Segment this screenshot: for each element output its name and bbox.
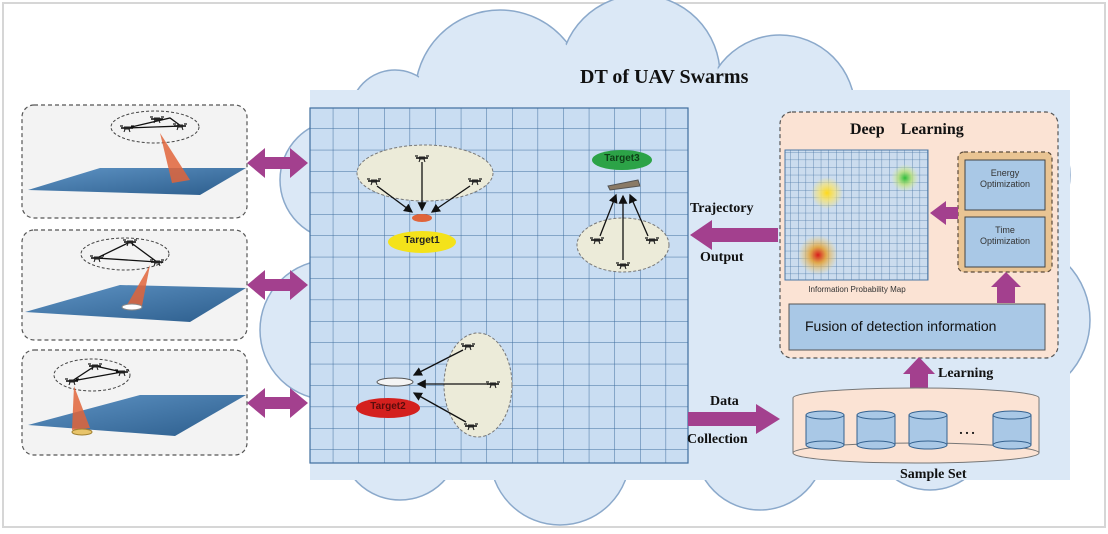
swarm-target3 xyxy=(576,179,670,273)
time-optimization-box xyxy=(964,216,1046,268)
deep-learning-label: Deep Learning xyxy=(850,121,964,138)
sample-set xyxy=(792,387,1040,464)
learning-label: Learning xyxy=(938,366,994,381)
target3-label: Target3 xyxy=(604,153,640,164)
energy-optimization-box xyxy=(964,159,1046,211)
data-collection-arrow xyxy=(688,404,780,434)
swarm-target2 xyxy=(376,332,513,438)
real-world-panel-2 xyxy=(21,229,248,341)
target2-marker xyxy=(356,398,420,418)
fusion-up-arrow xyxy=(991,272,1021,303)
real-world-panel-3 xyxy=(21,349,248,456)
sync-arrows xyxy=(247,148,308,418)
sample-ellipsis: … xyxy=(958,418,976,438)
target2-label: Target2 xyxy=(370,401,406,412)
trajectory-output-arrow xyxy=(690,220,778,250)
real-world-panel-1 xyxy=(21,104,248,219)
time-optimization-label: Time Optimization xyxy=(979,225,1031,246)
sample-set-label: Sample Set xyxy=(900,467,967,482)
collection-label: Collection xyxy=(687,432,748,447)
fusion-box xyxy=(788,303,1046,351)
target1-marker xyxy=(388,231,456,253)
optimization-arrow xyxy=(930,201,958,225)
learning-arrow xyxy=(903,357,935,393)
energy-optimization-label: Energy Optimization xyxy=(979,168,1031,189)
data-label: Data xyxy=(710,394,739,409)
output-label: Output xyxy=(700,250,744,265)
target3-marker xyxy=(592,150,652,170)
fusion-label: Fusion of detection information xyxy=(805,318,997,334)
trajectory-label: Trajectory xyxy=(690,201,754,216)
target1-label: Target1 xyxy=(404,235,440,246)
swarm-target1 xyxy=(356,144,494,222)
diagram-title: DT of UAV Swarms xyxy=(580,66,749,88)
probability-map-caption: Information Probability Map xyxy=(808,285,906,294)
